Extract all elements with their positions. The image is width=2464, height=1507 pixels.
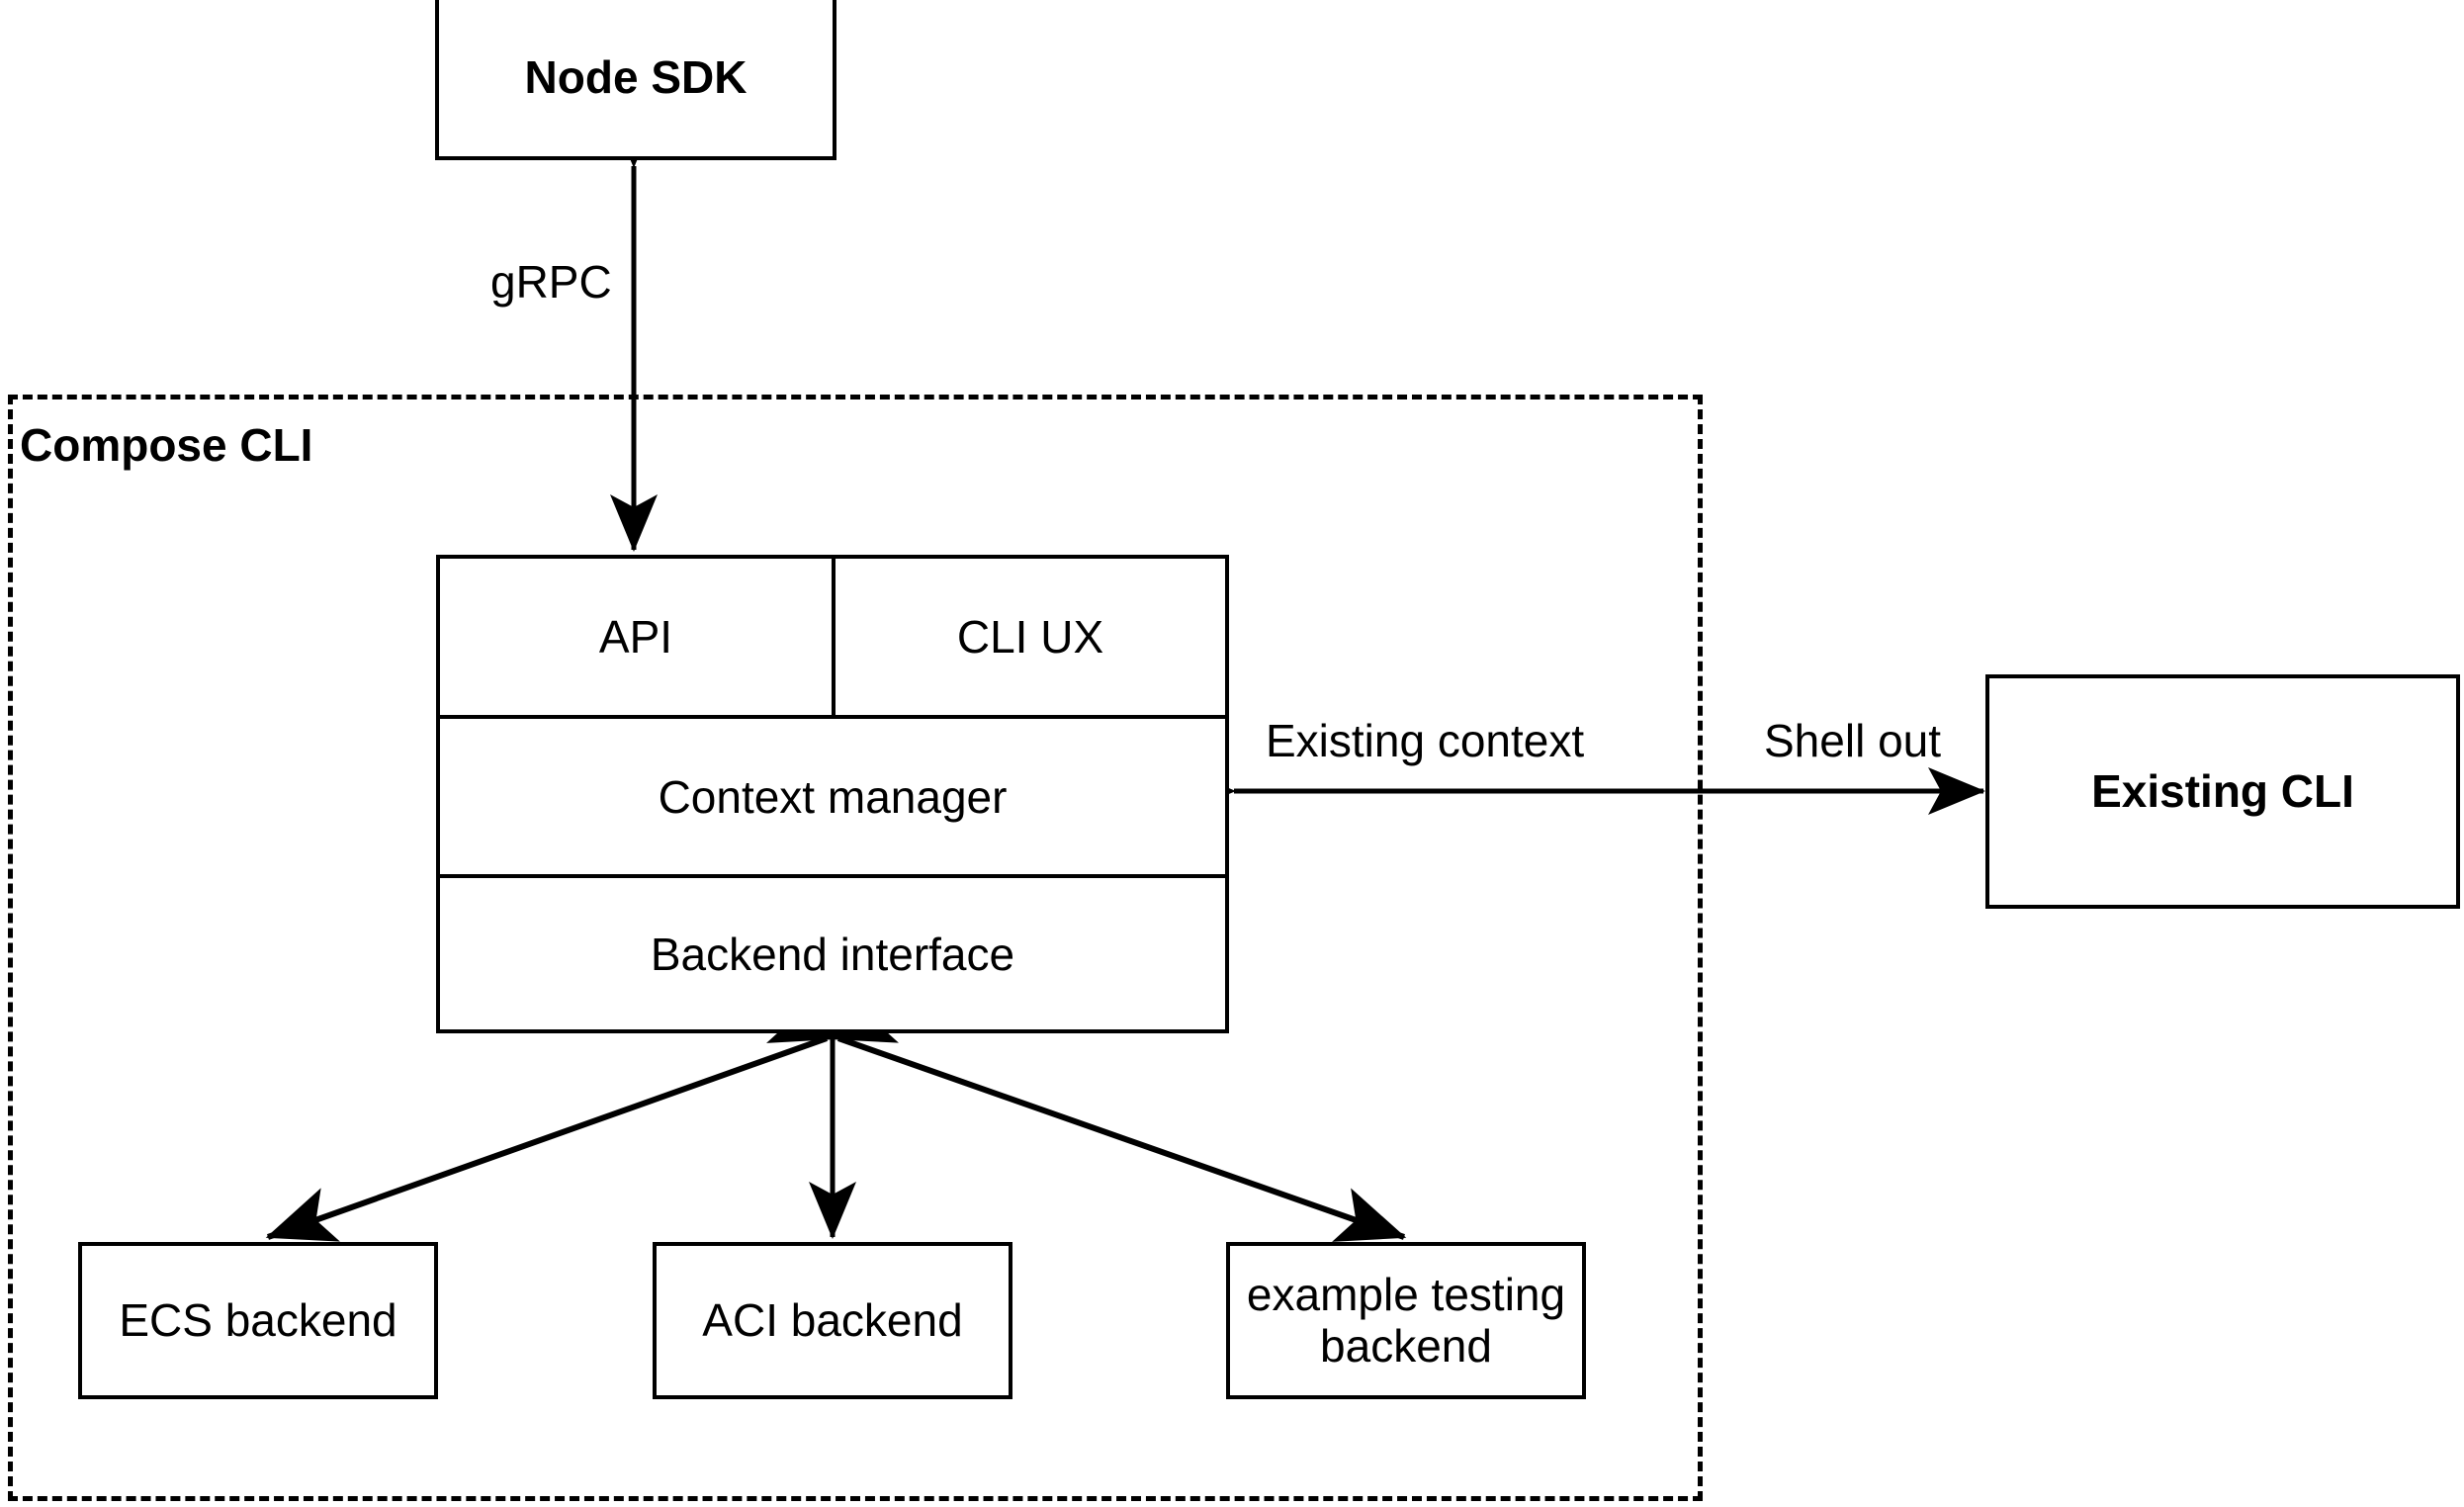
cli-ux-cell[interactable]: CLI UX [832, 559, 1225, 715]
aci-backend-label: ACI backend [702, 1293, 963, 1346]
backend-interface-cell[interactable]: Backend interface [440, 878, 1225, 1029]
compose-cli-group-boundary [8, 395, 1703, 1501]
api-label: API [598, 611, 673, 663]
backend-interface-label: Backend interface [650, 928, 1015, 980]
example-testing-backend-label: example testing backend [1237, 1268, 1575, 1372]
core-stack-row-context[interactable]: Context manager [440, 715, 1225, 874]
existing-context-edge-label: Existing context [1260, 714, 1591, 767]
existing-cli-label: Existing CLI [2091, 764, 2354, 817]
context-manager-label: Context manager [658, 770, 1008, 823]
core-stack-row-top: API CLI UX [440, 559, 1225, 715]
example-testing-backend-label-line2: backend [1320, 1319, 1492, 1372]
ecs-backend-label: ECS backend [119, 1293, 397, 1346]
aci-backend-box[interactable]: ACI backend [653, 1242, 1012, 1399]
shell-out-edge-label: Shell out [1758, 714, 1948, 767]
ecs-backend-box[interactable]: ECS backend [78, 1242, 438, 1399]
node-sdk-label: Node SDK [524, 51, 748, 104]
api-cell[interactable]: API [440, 559, 832, 715]
edge-ecs-backend [265, 989, 899, 1242]
node-sdk-box[interactable]: Node SDK [435, 0, 836, 160]
cli-ux-label: CLI UX [956, 611, 1104, 663]
core-stack-row-backend[interactable]: Backend interface [440, 874, 1225, 1029]
context-manager-cell[interactable]: Context manager [440, 719, 1225, 874]
example-testing-backend-box[interactable]: example testing backend [1226, 1242, 1586, 1399]
grpc-edge-label: gRPC [484, 255, 618, 309]
compose-cli-group-title: Compose CLI [20, 419, 313, 471]
compose-cli-core-stack: API CLI UX Context manager Backend inter… [436, 555, 1229, 1033]
edge-example-testing-backend [766, 989, 1407, 1242]
existing-cli-box[interactable]: Existing CLI [1985, 674, 2460, 909]
example-testing-backend-label-line1: example testing [1246, 1268, 1566, 1320]
